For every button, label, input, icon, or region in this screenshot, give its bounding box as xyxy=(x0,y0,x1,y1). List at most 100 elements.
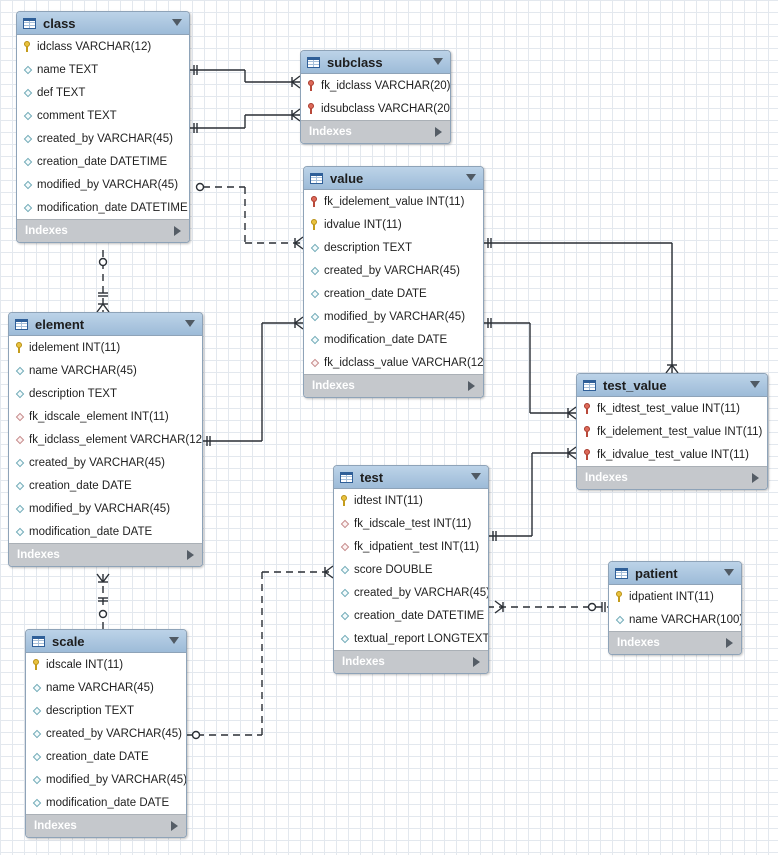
expand-arrow-icon[interactable] xyxy=(171,821,178,831)
column-row[interactable]: fk_idvalue_test_value INT(11) xyxy=(577,443,767,466)
column-row[interactable]: description TEXT xyxy=(26,699,186,722)
column-row[interactable]: creation_date DATETIME xyxy=(334,604,488,627)
table-header[interactable]: scale xyxy=(26,630,186,653)
collapse-icon[interactable] xyxy=(185,320,195,327)
column-row[interactable]: modified_by VARCHAR(45) xyxy=(304,305,483,328)
column-label: creation_date DATE xyxy=(46,750,149,763)
collapse-icon[interactable] xyxy=(724,569,734,576)
collapse-icon[interactable] xyxy=(466,174,476,181)
indexes-section[interactable]: Indexes xyxy=(17,219,189,242)
expand-arrow-icon[interactable] xyxy=(435,127,442,137)
column-row[interactable]: fk_idclass VARCHAR(20) xyxy=(301,74,450,97)
collapse-icon[interactable] xyxy=(433,58,443,65)
column-row[interactable]: modification_date DATETIME xyxy=(17,196,189,219)
column-row[interactable]: created_by VARCHAR(45) xyxy=(334,581,488,604)
expand-arrow-icon[interactable] xyxy=(187,550,194,560)
column-row[interactable]: fk_idtest_test_value INT(11) xyxy=(577,397,767,420)
table-header[interactable]: element xyxy=(9,313,202,336)
collapse-icon[interactable] xyxy=(172,19,182,26)
column-row[interactable]: created_by VARCHAR(45) xyxy=(304,259,483,282)
column-row[interactable]: modified_by VARCHAR(45) xyxy=(17,173,189,196)
table-header[interactable]: test xyxy=(334,466,488,489)
connector-segment xyxy=(291,114,301,122)
column-row[interactable]: idelement INT(11) xyxy=(9,336,202,359)
expand-arrow-icon[interactable] xyxy=(174,226,181,236)
collapse-icon[interactable] xyxy=(169,637,179,644)
table-header[interactable]: patient xyxy=(609,562,741,585)
column-label: fk_idscale_element INT(11) xyxy=(29,410,169,423)
column-row[interactable]: name TEXT xyxy=(17,58,189,81)
expand-arrow-icon[interactable] xyxy=(473,657,480,667)
column-row[interactable]: created_by VARCHAR(45) xyxy=(17,127,189,150)
column-row[interactable]: fk_idelement_value INT(11) xyxy=(304,190,483,213)
column-row[interactable]: idclass VARCHAR(12) xyxy=(17,35,189,58)
column-row[interactable]: comment TEXT xyxy=(17,104,189,127)
column-row[interactable]: idvalue INT(11) xyxy=(304,213,483,236)
table-icon xyxy=(615,567,628,579)
column-row[interactable]: creation_date DATETIME xyxy=(17,150,189,173)
column-row[interactable]: name VARCHAR(45) xyxy=(26,676,186,699)
indexes-section[interactable]: Indexes xyxy=(609,631,741,654)
column-row[interactable]: modification_date DATE xyxy=(304,328,483,351)
column-row[interactable]: created_by VARCHAR(45) xyxy=(9,451,202,474)
column-row[interactable]: idtest INT(11) xyxy=(334,489,488,512)
column-row[interactable]: fk_idscale_element INT(11) xyxy=(9,405,202,428)
table-header[interactable]: class xyxy=(17,12,189,35)
column-row[interactable]: idscale INT(11) xyxy=(26,653,186,676)
collapse-icon[interactable] xyxy=(750,381,760,388)
column-row[interactable]: creation_date DATE xyxy=(304,282,483,305)
column-row[interactable]: score DOUBLE xyxy=(334,558,488,581)
column-row[interactable]: modification_date DATE xyxy=(26,791,186,814)
column-row[interactable]: fk_idelement_test_value INT(11) xyxy=(577,420,767,443)
column-row[interactable]: modified_by VARCHAR(45) xyxy=(26,768,186,791)
column-row[interactable]: name VARCHAR(45) xyxy=(9,359,202,382)
column-row[interactable]: def TEXT xyxy=(17,81,189,104)
column-row[interactable]: creation_date DATE xyxy=(9,474,202,497)
column-row[interactable]: idpatient INT(11) xyxy=(609,585,741,608)
expand-arrow-icon[interactable] xyxy=(468,381,475,391)
indexes-section[interactable]: Indexes xyxy=(577,466,767,489)
column-row[interactable]: textual_report LONGTEXT xyxy=(334,627,488,650)
column-icon xyxy=(22,179,33,190)
column-row[interactable]: fk_idclass_value VARCHAR(12) xyxy=(304,351,483,374)
column-row[interactable]: fk_idscale_test INT(11) xyxy=(334,512,488,535)
indexes-section[interactable]: Indexes xyxy=(301,120,450,143)
indexes-section[interactable]: Indexes xyxy=(26,814,186,837)
column-row[interactable]: fk_idclass_element VARCHAR(12) xyxy=(9,428,202,451)
primary-key-icon xyxy=(339,495,350,506)
column-row[interactable]: creation_date DATE xyxy=(26,745,186,768)
column-row[interactable]: idsubclass VARCHAR(20) xyxy=(301,97,450,120)
column-row[interactable]: modified_by VARCHAR(45) xyxy=(9,497,202,520)
collapse-icon[interactable] xyxy=(471,473,481,480)
connector-segment xyxy=(324,565,334,573)
table-header[interactable]: value xyxy=(304,167,483,190)
indexes-label: Indexes xyxy=(309,126,352,138)
expand-arrow-icon[interactable] xyxy=(726,638,733,648)
foreign-primary-key-icon xyxy=(306,80,317,91)
column-label: created_by VARCHAR(45) xyxy=(324,264,460,277)
column-row[interactable]: description TEXT xyxy=(9,382,202,405)
indexes-section[interactable]: Indexes xyxy=(9,543,202,566)
expand-arrow-icon[interactable] xyxy=(752,473,759,483)
column-row[interactable]: modification_date DATE xyxy=(9,520,202,543)
column-row[interactable]: fk_idpatient_test INT(11) xyxy=(334,535,488,558)
indexes-section[interactable]: Indexes xyxy=(334,650,488,673)
table-header[interactable]: test_value xyxy=(577,374,767,397)
column-row[interactable]: name VARCHAR(100) xyxy=(609,608,741,631)
indexes-label: Indexes xyxy=(17,549,60,561)
table-header[interactable]: subclass xyxy=(301,51,450,74)
column-icon xyxy=(339,633,350,644)
column-row[interactable]: created_by VARCHAR(45) xyxy=(26,722,186,745)
optional-marker-icon xyxy=(195,182,205,192)
column-row[interactable]: description TEXT xyxy=(304,236,483,259)
column-label: created_by VARCHAR(45) xyxy=(37,132,173,145)
indexes-section[interactable]: Indexes xyxy=(304,374,483,397)
